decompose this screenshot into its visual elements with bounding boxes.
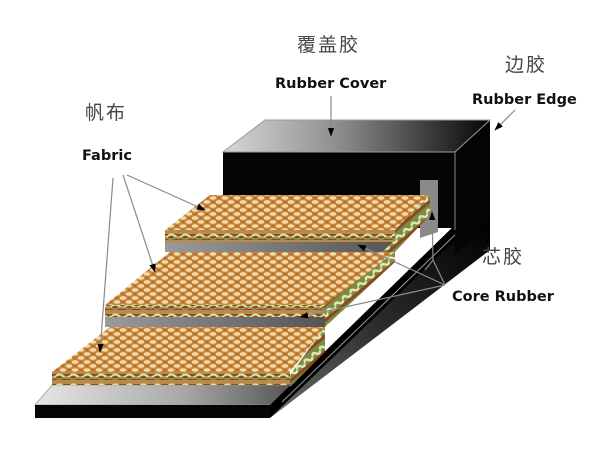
core-rubber-strip-2 (105, 315, 325, 327)
rubber-cover-label-cn: 覆盖胶 (297, 34, 361, 56)
top-cover-top-face (221, 119, 492, 153)
fabric-arrow-middle (122, 174, 156, 273)
slope-face (270, 222, 490, 418)
fabric-2-edge (105, 305, 325, 317)
rubber-cover-label-en: Rubber Cover (275, 76, 387, 92)
fabric-3-edge (52, 372, 290, 385)
rubber-edge-arrow (494, 109, 516, 131)
slope-dark-edge (270, 225, 455, 418)
fabric-label-en: Fabric (82, 148, 132, 164)
core-rubber-arrow-1 (357, 244, 446, 286)
core-rubber-arrow-3 (429, 211, 436, 261)
fabric-1-edge (165, 230, 395, 242)
fabric-1-side (395, 195, 430, 252)
base-top-face (34, 384, 307, 406)
fabric-1-top (165, 195, 430, 230)
base-front-edge (35, 405, 270, 418)
core-rubber-strip-1 (165, 240, 395, 252)
fabric-layer-top (165, 195, 430, 252)
leader-lines (97, 96, 516, 353)
slope-highlight (281, 231, 459, 403)
core-rubber-label-cn: 芯胶 (482, 246, 525, 268)
fabric-3-side (290, 327, 325, 387)
fabric-layer-bottom (52, 327, 325, 387)
fabric-layer-middle (105, 240, 395, 327)
rubber-edge-label-cn: 边胶 (505, 54, 548, 76)
core-rubber-label-en: Core Rubber (452, 289, 554, 305)
top-cover-right-face (455, 120, 490, 255)
fabric-label-cn: 帆布 (85, 102, 128, 124)
rubber-edge-label-en: Rubber Edge (472, 92, 577, 108)
fabric-2-top (105, 252, 395, 305)
rubber-edge-slope (270, 222, 490, 418)
bottom-cover-plate (34, 384, 307, 418)
fabric-arrow-top (126, 174, 206, 211)
fabric-3-top (52, 327, 325, 372)
fabric-arrow-bottom (97, 177, 114, 353)
core-rubber-arrow-2 (299, 284, 446, 319)
